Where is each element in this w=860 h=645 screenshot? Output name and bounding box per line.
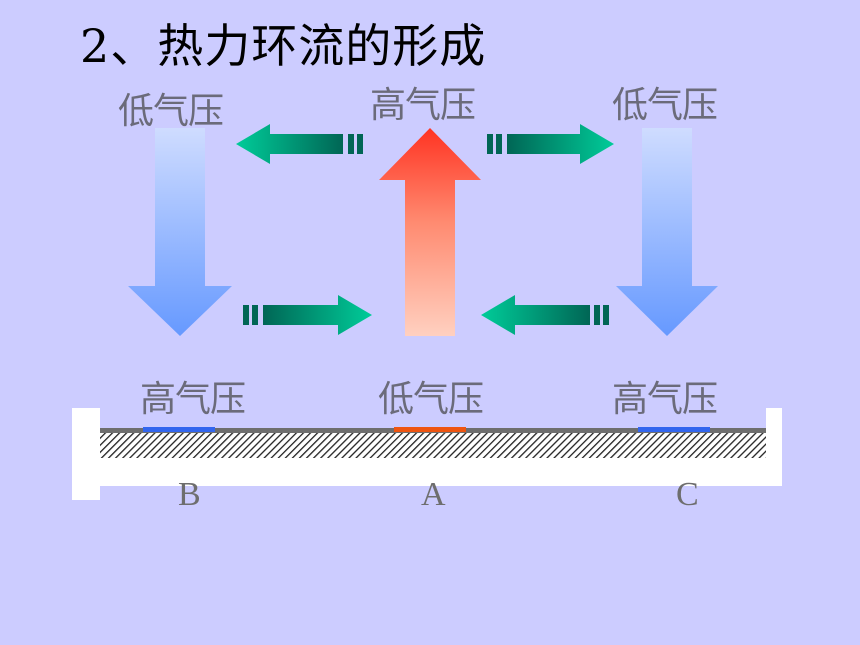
upper-right-pressure-label: 低气压 bbox=[612, 85, 718, 126]
point-b-label: B bbox=[178, 476, 201, 513]
upper-center-pressure-label: 高气压 bbox=[370, 85, 476, 126]
lower-right-pressure-label: 高气压 bbox=[612, 379, 718, 420]
hot-surface-a bbox=[394, 427, 466, 432]
sinking-air-arrow-right bbox=[616, 128, 718, 336]
lower-left-wind-arrow bbox=[243, 295, 372, 335]
cold-surface-b bbox=[143, 427, 215, 432]
cold-surface-c bbox=[638, 427, 710, 432]
sinking-air-arrow-left bbox=[128, 128, 232, 336]
point-a-label: A bbox=[421, 476, 446, 513]
lower-center-pressure-label: 低气压 bbox=[378, 379, 484, 420]
rising-air-arrow bbox=[379, 128, 481, 336]
upper-left-wind-arrow bbox=[236, 124, 363, 164]
lower-left-pressure-label: 高气压 bbox=[140, 379, 246, 420]
lower-right-wind-arrow bbox=[481, 295, 609, 335]
point-c-label: C bbox=[676, 476, 699, 513]
upper-left-pressure-label: 低气压 bbox=[118, 91, 224, 132]
upper-right-wind-arrow bbox=[487, 124, 614, 164]
page-title: 2、热力环流的形成 bbox=[80, 19, 487, 73]
